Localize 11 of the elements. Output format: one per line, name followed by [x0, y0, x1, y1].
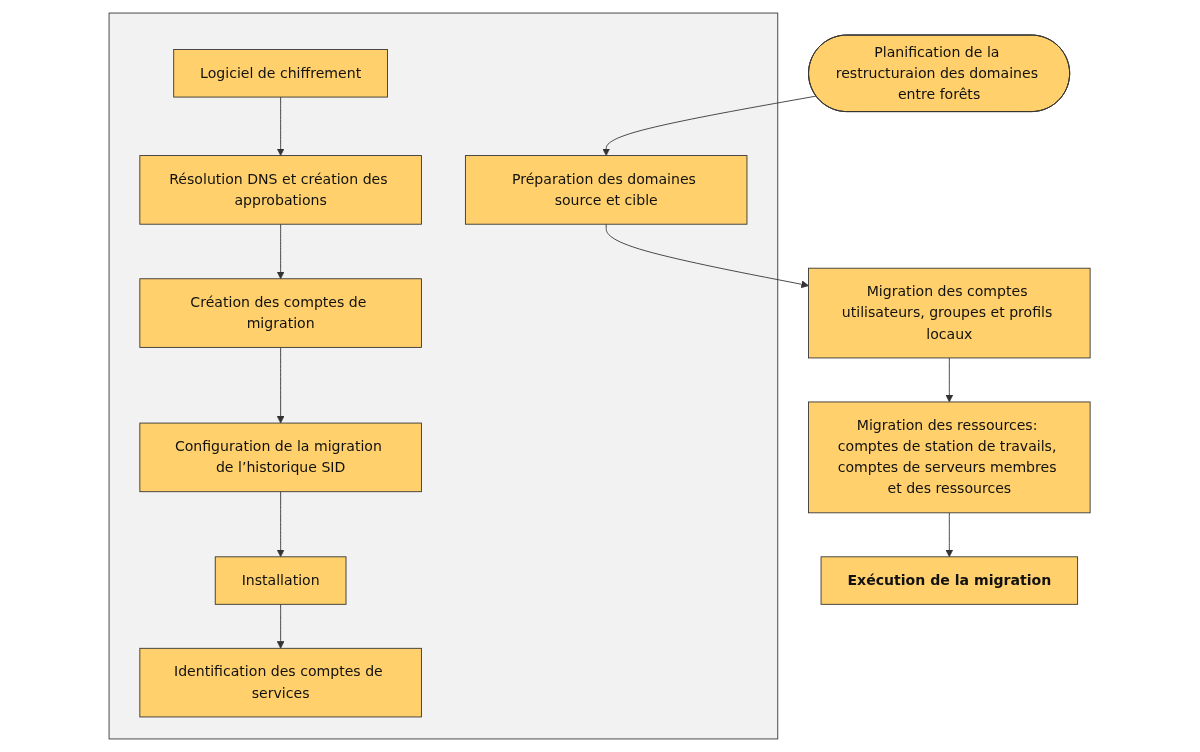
node-box: Préparation des domaines source et cible — [465, 155, 748, 225]
cluster — [109, 12, 779, 740]
node-box: Logiciel de chiffrement — [173, 49, 389, 98]
node-box: Résolution DNS et création des approbations — [139, 155, 423, 225]
node-box: Installation — [215, 556, 347, 605]
node-box: Configuration de la migration de l’historique SID — [139, 422, 423, 493]
node-box: Exécution de la migration — [821, 556, 1079, 605]
node-box: Migration des comptes utilisateurs, groupes et profils locaux — [808, 267, 1091, 359]
node-box: Identification des comptes de services — [139, 647, 423, 718]
node-box: Migration des ressources: comptes de station de travails, comptes de serveurs membres et des ressources — [808, 401, 1091, 514]
node-box: Création des comptes de migration — [139, 278, 423, 348]
